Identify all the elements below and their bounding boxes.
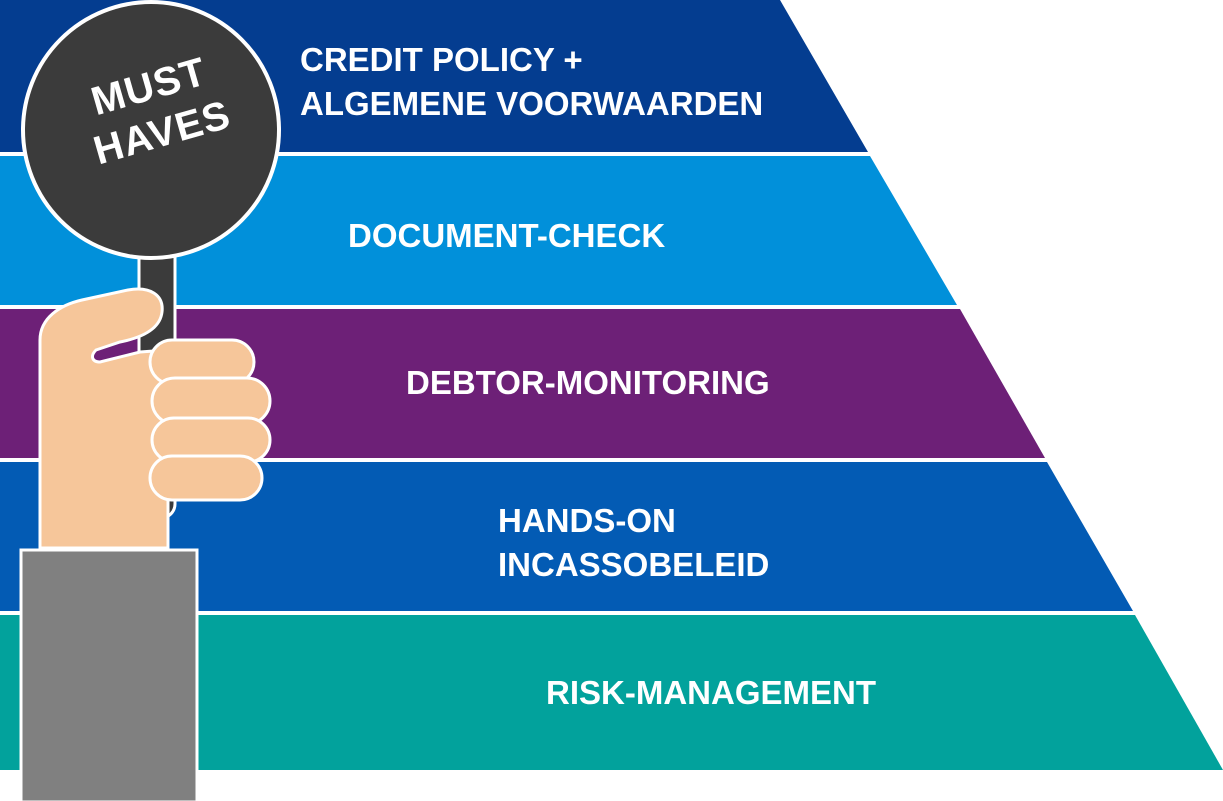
tier-label-debtor-monitoring: DEBTOR-MONITORING (406, 364, 770, 401)
tier-label-document-check: DOCUMENT-CHECK (348, 217, 666, 254)
tier-5-band (0, 615, 1223, 770)
tier-4-band (0, 462, 1133, 611)
tier-label-hands-on-incassobeleid: HANDS-ON INCASSOBELEID (498, 502, 770, 583)
tier-label-credit-policy: CREDIT POLICY + ALGEMENE VOORWAARDEN (300, 41, 764, 122)
hand-palm (38, 287, 170, 550)
sleeve-illustration (19, 548, 199, 801)
must-haves-sign (21, 0, 281, 260)
hand-finger (148, 454, 264, 502)
tier-label-risk-management: RISK-MANAGEMENT (546, 674, 876, 711)
